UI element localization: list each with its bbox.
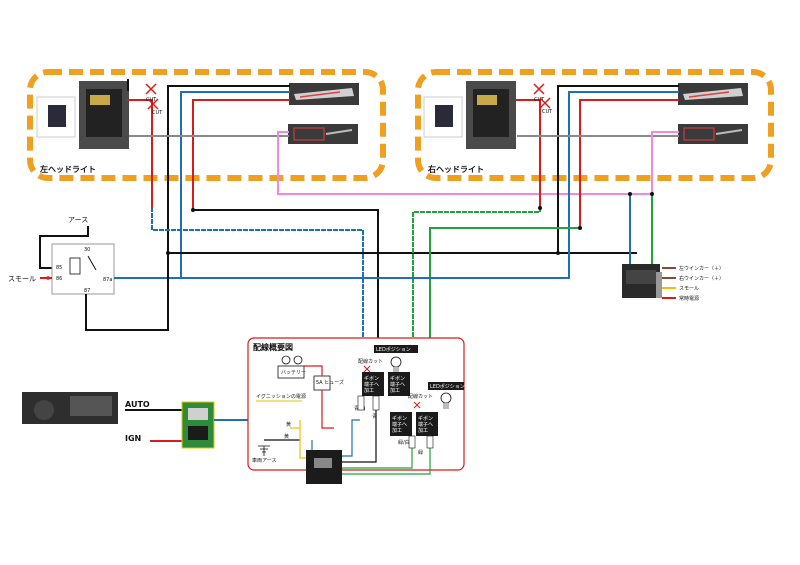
right-drl-photo: [678, 83, 748, 105]
svg-text:LEDポジション: LEDポジション: [430, 383, 465, 390]
left-drl-photo: [289, 83, 359, 105]
svg-text:LEDポジション: LEDポジション: [376, 346, 411, 353]
relay: アース 30 85 86 87 87a スモール: [8, 216, 169, 331]
wiring-left: [127, 79, 653, 381]
right-ballast-photo: [423, 96, 463, 138]
led-position-1: LEDポジション: [374, 345, 418, 373]
right-headlight-label: 右ヘッドライト: [427, 164, 484, 174]
cut-mark-left-2: CUT: [147, 98, 163, 116]
svg-text:配線カット: 配線カット: [358, 358, 383, 365]
legend-constant-power: 常時電源: [679, 295, 699, 302]
svg-text:配線カット: 配線カット: [408, 393, 433, 400]
left-ballast-photo: [36, 96, 76, 138]
svg-text:加工: 加工: [418, 427, 428, 434]
svg-text:黄: 黄: [284, 433, 289, 440]
gibon-box-1: ギボン 端子へ 加工: [362, 372, 384, 396]
gibon-box-4: ギボン 端子へ 加工: [416, 412, 438, 436]
svg-text:5A ヒューズ: 5A ヒューズ: [316, 379, 344, 386]
light-switch-photo: [22, 392, 118, 424]
svg-text:30: 30: [84, 247, 90, 253]
relay-earth-label: アース: [68, 216, 88, 224]
svg-text:加工: 加工: [392, 427, 402, 434]
svg-text:端子へ: 端子へ: [418, 421, 433, 428]
svg-text:青: 青: [372, 413, 377, 420]
svg-text:CUT: CUT: [534, 97, 545, 103]
ground-symbol: 車両アース: [252, 445, 276, 464]
svg-text:CUT: CUT: [152, 110, 163, 116]
overview-frame: [247, 337, 465, 471]
wire-cut-2: 配線カット: [408, 393, 433, 409]
relay-small-label: スモール: [8, 275, 36, 283]
svg-text:端子へ: 端子へ: [392, 421, 407, 428]
auto-label: AUTO: [125, 400, 150, 409]
svg-text:CUT: CUT: [542, 109, 553, 115]
svg-text:ギボン: ギボン: [418, 415, 433, 422]
svg-text:加工: 加工: [390, 387, 400, 394]
left-headlight-unit-photo: [79, 81, 129, 149]
controller-module: [622, 264, 676, 299]
sensor-board: [181, 401, 215, 449]
wire-cut-1: 配線カット: [358, 358, 383, 373]
svg-text:端子へ: 端子へ: [390, 381, 405, 388]
svg-text:85: 85: [56, 265, 62, 271]
ign-power-label: イグニッションの電源: [256, 393, 306, 400]
left-headlight-label: 左ヘッドライト: [39, 164, 96, 174]
right-headlight-unit-photo: [466, 81, 516, 149]
battery: バッテリー: [277, 355, 306, 379]
svg-text:ギボン: ギボン: [364, 375, 379, 382]
legend-small: スモール: [679, 286, 699, 292]
overview-title: 配線概要図: [253, 342, 293, 352]
svg-text:車両アース: 車両アース: [252, 457, 276, 464]
svg-text:端子へ: 端子へ: [364, 381, 379, 388]
controller-legend: 左ウインカー（＋） 右ウインカー（＋） スモール 常時電源: [679, 265, 724, 302]
overview-controller: [306, 450, 342, 484]
cut-mark-right-2: CUT: [539, 97, 553, 115]
gibon-box-2: ギボン 端子へ 加工: [388, 372, 410, 396]
svg-text:ギボン: ギボン: [392, 415, 407, 422]
left-position-photo: [288, 124, 358, 144]
svg-text:バッテリー: バッテリー: [281, 370, 306, 376]
cut-mark-right: CUT: [533, 83, 545, 103]
wiring-right: [119, 85, 679, 449]
svg-text:黄: 黄: [286, 421, 291, 428]
svg-text:87: 87: [84, 288, 90, 294]
svg-text:加工: 加工: [364, 387, 374, 394]
right-headlight-frame: [415, 69, 774, 181]
svg-text:ギボン: ギボン: [390, 375, 405, 382]
gibon-box-3: ギボン 端子へ 加工: [390, 412, 412, 436]
legend-left-turn: 左ウインカー（＋）: [679, 265, 724, 272]
led-position-2: LEDポジション: [428, 382, 465, 409]
svg-text:86: 86: [56, 276, 62, 282]
ign-label: IGN: [125, 434, 141, 443]
cut-mark-left: CUT: [145, 83, 157, 103]
right-position-photo: [678, 124, 748, 144]
left-headlight-frame: [27, 69, 386, 181]
svg-text:87a: 87a: [103, 277, 112, 283]
svg-text:緑: 緑: [418, 449, 423, 456]
svg-text:緑/白: 緑/白: [398, 439, 410, 446]
legend-right-turn: 右ウインカー（＋）: [679, 275, 724, 282]
svg-text:CUT: CUT: [146, 97, 157, 103]
